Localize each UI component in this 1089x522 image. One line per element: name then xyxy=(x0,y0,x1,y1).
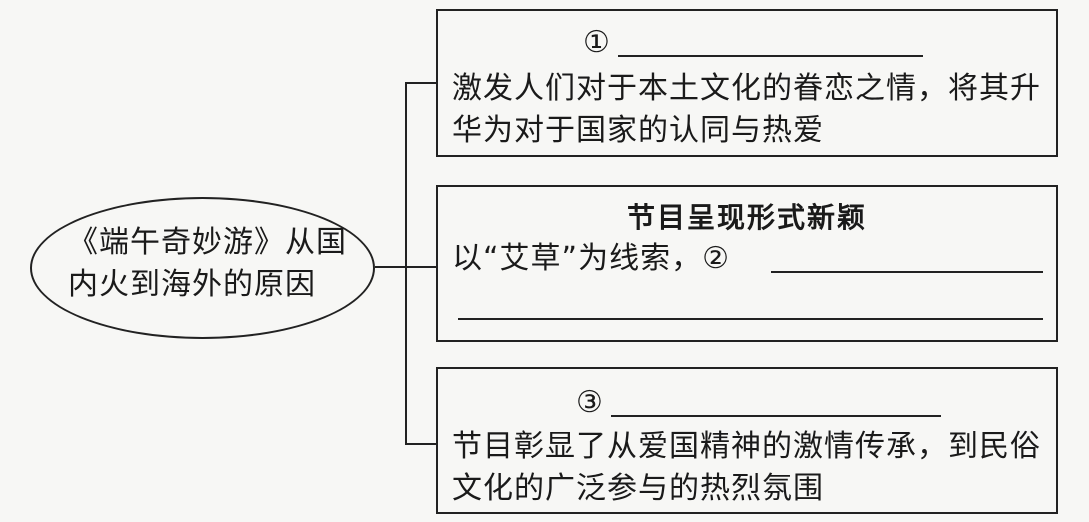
answer-blank-3[interactable] xyxy=(611,415,941,417)
box3-text-line-1: 节目彰显了从爱国精神的激情传承，到民俗 xyxy=(452,429,1041,464)
answer-blank-2-continued[interactable] xyxy=(458,318,1043,320)
connector-branch-1 xyxy=(405,82,437,84)
box1-text-line-1: 激发人们对于本土文化的眷恋之情，将其升 xyxy=(452,71,1041,106)
center-topic-line-2: 内火到海外的原因 xyxy=(68,267,316,302)
reason-box-3: ③ 节目彰显了从爱国精神的激情传承，到民俗 文化的广泛参与的热烈氛围 xyxy=(436,367,1058,514)
center-topic-line-1: 《端午奇妙游》从国 xyxy=(68,225,347,260)
blank-marker-1: ① xyxy=(583,25,610,60)
connector-branch-2 xyxy=(405,266,437,268)
box2-text-line-1: 以“艾草”为线索，② xyxy=(452,241,730,276)
connector-stem xyxy=(375,266,407,268)
center-topic-ellipse xyxy=(30,197,375,339)
answer-blank-1[interactable] xyxy=(618,55,923,57)
blank-marker-3: ③ xyxy=(576,385,603,420)
connector-branch-3 xyxy=(405,443,437,445)
box1-text-line-2: 华为对于国家的认同与热爱 xyxy=(452,113,824,148)
answer-blank-2[interactable] xyxy=(771,271,1043,273)
center-topic-label: 《端午奇妙游》从国 内火到海外的原因 xyxy=(68,222,358,306)
reason-box-2: 节目呈现形式新颖 以“艾草”为线索，② xyxy=(436,185,1058,342)
connector-bracket-vertical xyxy=(405,82,407,445)
reason-box-1: ① 激发人们对于本土文化的眷恋之情，将其升 华为对于国家的认同与热爱 xyxy=(436,9,1058,157)
box3-text-line-2: 文化的广泛参与的热烈氛围 xyxy=(452,471,824,506)
box2-heading: 节目呈现形式新颖 xyxy=(626,201,867,234)
